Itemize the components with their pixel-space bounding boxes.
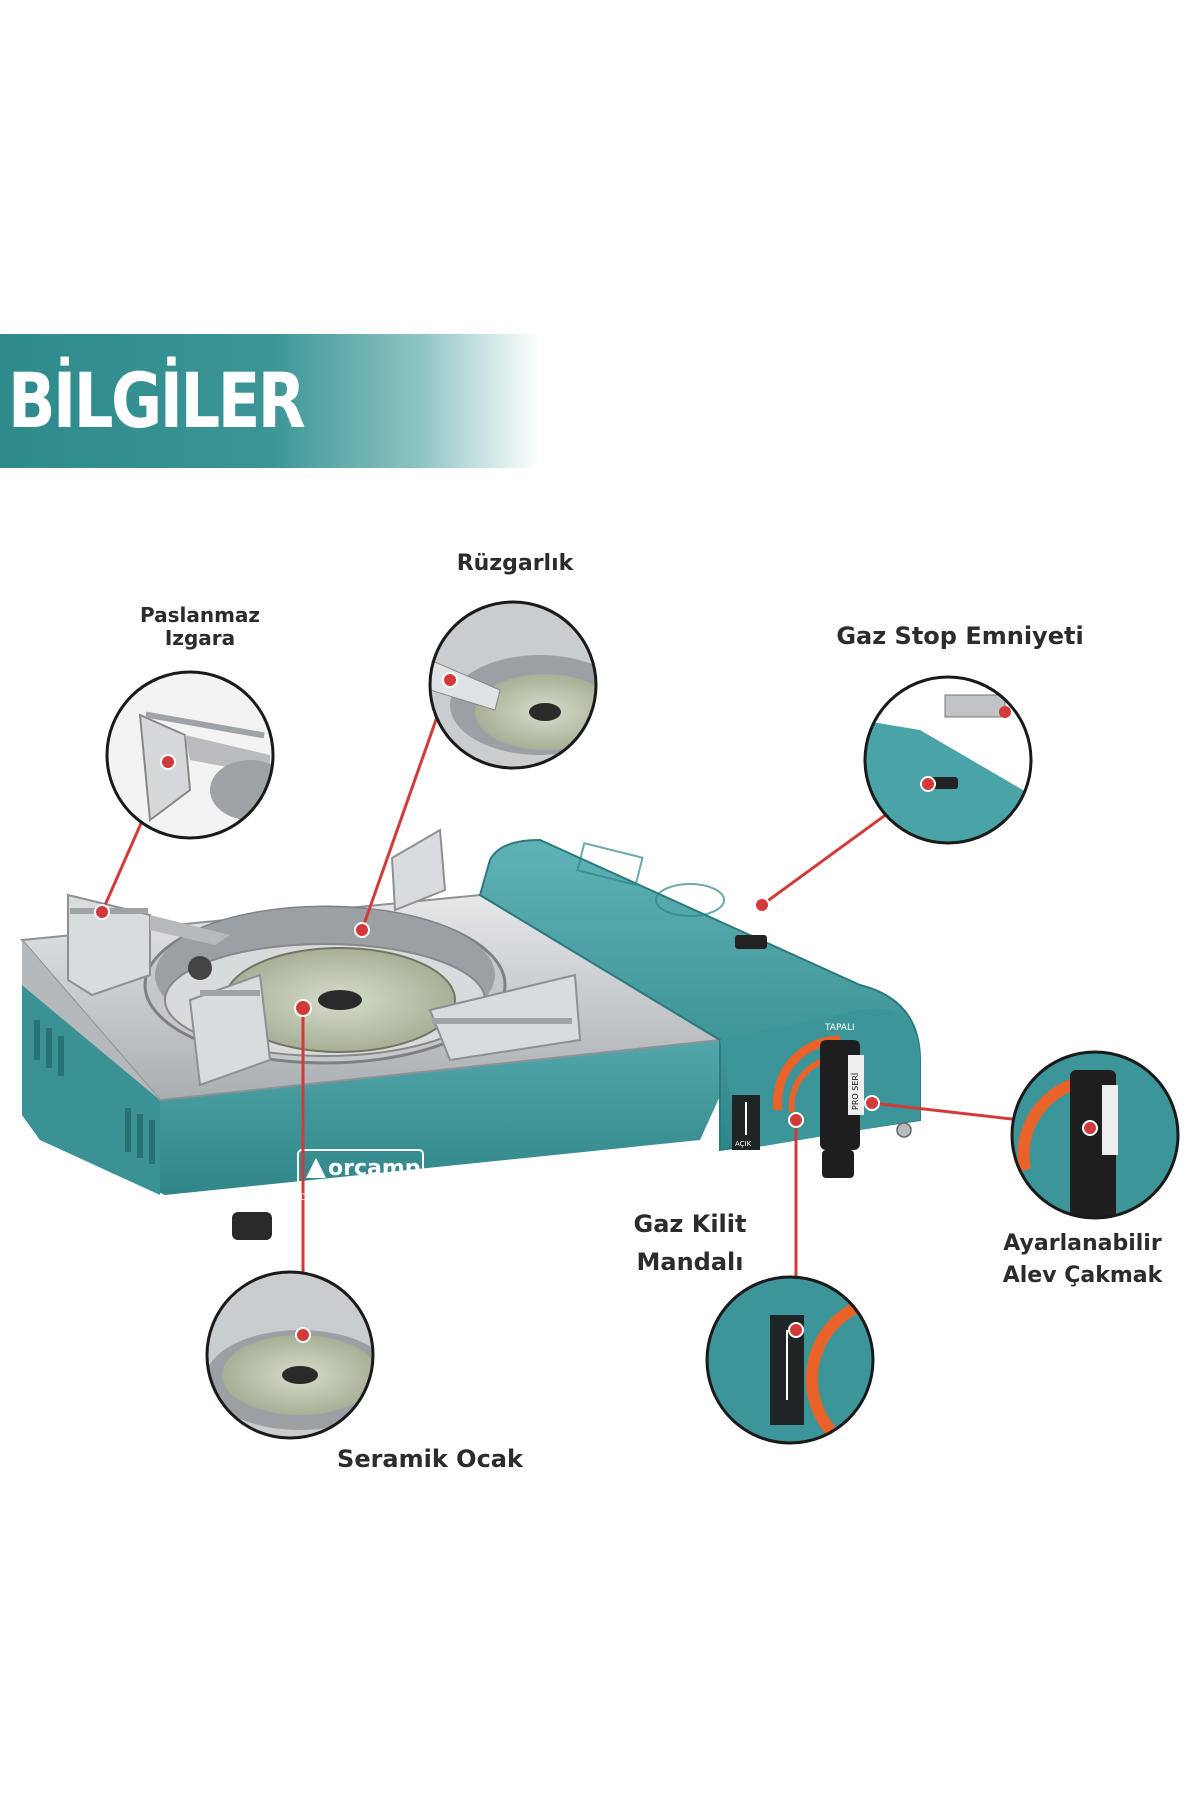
- label-seramik-ocak: Seramik Ocak: [337, 1445, 523, 1473]
- vent-slots: [34, 1020, 155, 1164]
- stove: [19, 828, 921, 1240]
- stove-body-front: [22, 985, 725, 1195]
- label-ruzgarlik: Rüzgarlık: [456, 551, 574, 576]
- knob-badge: PRO SERİ: [850, 1073, 860, 1110]
- detail-circle-igniter: [1010, 1050, 1180, 1220]
- pot-support-right: [428, 973, 582, 1062]
- gas-lock-label: AÇIK: [735, 1140, 752, 1148]
- pot-support-back: [390, 828, 447, 912]
- detail-circle-gas-lock: [705, 1275, 875, 1445]
- page-title: BİLGİLER: [8, 356, 306, 445]
- label-paslanmaz-izgara: Paslanmaz Izgara: [139, 603, 261, 650]
- detail-circle-windshield: [428, 600, 598, 770]
- detail-circle-grate: [105, 670, 275, 840]
- control-knob: [773, 1035, 864, 1178]
- pot-support-front: [188, 973, 272, 1087]
- detail-circle-ceramic: [205, 1270, 375, 1440]
- brand-logo: [297, 1149, 424, 1185]
- label-gaz-kilit-mandali: Gaz Kilit Mandalı: [633, 1210, 747, 1276]
- label-gaz-stop-emniyeti: Gaz Stop Emniyeti: [836, 622, 1084, 650]
- header-banner: BİLGİLER: [0, 334, 540, 468]
- brand-slogan: Doğadaki Konforunuz: [300, 1193, 397, 1203]
- vent-grille: [735, 935, 767, 949]
- stove-foot: [232, 1212, 272, 1240]
- knob-top-label: TAPALI: [824, 1023, 855, 1033]
- brand-name: orcamp: [328, 1156, 421, 1181]
- pointer-dots: [94, 897, 880, 1128]
- label-ayarlanabilir-alev-cakmak: Ayarlanabilir Alev Çakmak: [1002, 1231, 1163, 1288]
- detail-circle-gas-stop: [863, 675, 1033, 845]
